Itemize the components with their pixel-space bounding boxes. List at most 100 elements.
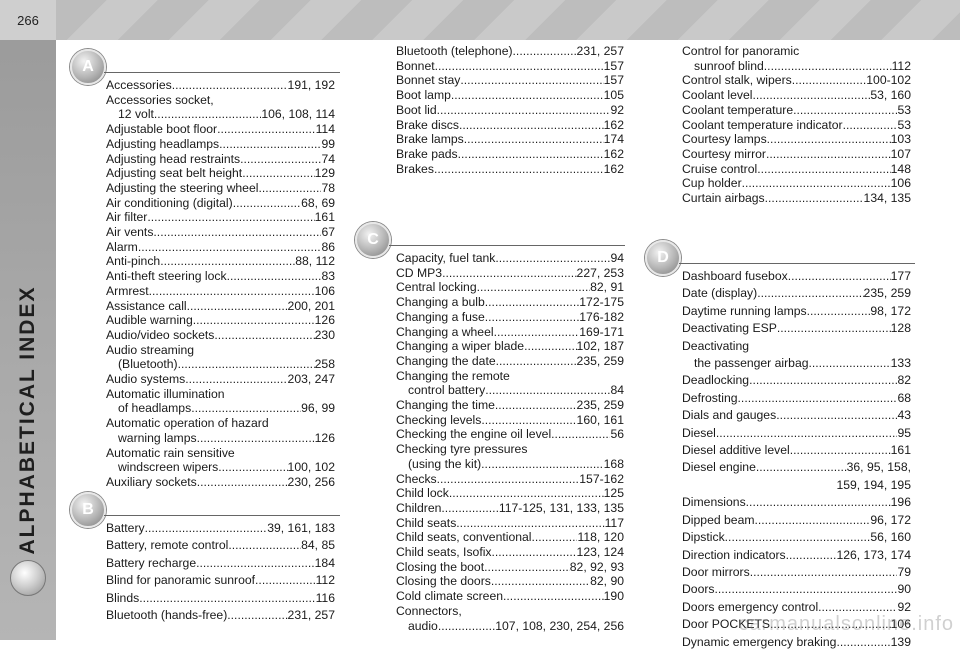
leader-dots <box>218 460 287 475</box>
index-entry: Control stalk, wipers100-102 <box>682 73 911 88</box>
leader-dots <box>756 459 847 476</box>
leader-dots <box>460 73 603 88</box>
leader-dots <box>481 413 576 428</box>
index-entry: Checking the engine oil level56 <box>396 427 624 442</box>
leader-dots <box>807 303 871 320</box>
entry-pages: 258 <box>314 357 335 372</box>
index-entry: Adjusting headlamps99 <box>106 137 335 152</box>
index-entry: sunroof blind112 <box>682 59 911 74</box>
leader-dots <box>147 210 314 225</box>
index-entry: Capacity, fuel tank94 <box>396 251 624 266</box>
entry-term: Battery <box>106 521 145 535</box>
entry-term: sunroof blind <box>694 58 764 73</box>
leader-dots <box>191 401 301 416</box>
entry-term: the passenger airbag <box>694 356 809 371</box>
entry-term: Coolant temperature <box>682 102 794 117</box>
entry-term: Courtesy mirror <box>682 146 766 161</box>
entry-term: Dimensions <box>682 495 746 510</box>
index-entry: Blind for panoramic sunroof112 <box>106 572 335 589</box>
entry-pages: 126 <box>314 313 335 328</box>
entry-pages: 83 <box>321 269 335 284</box>
entry-pages: 107 <box>890 146 911 161</box>
entry-pages: 203, 247 <box>287 372 335 387</box>
index-entry: Deadlocking82 <box>682 372 911 389</box>
entry-term: CD MP3 <box>396 265 443 280</box>
index-entry: Bluetooth (telephone)231, 257 <box>396 44 624 59</box>
index-entry: Air filter161 <box>106 210 335 225</box>
index-entry: Boot lid92 <box>396 103 624 118</box>
entry-pages: 106, 108, 114 <box>261 107 335 122</box>
entry-term: Child seats, Isofix <box>396 545 492 560</box>
index-entry: Daytime running lamps98, 172 <box>682 303 911 320</box>
index-entry: Checking tyre pressures <box>396 442 624 457</box>
entry-pages: 88, 112 <box>295 254 335 269</box>
header-band <box>56 0 960 40</box>
index-entry: Air conditioning (digital)68, 69 <box>106 196 335 211</box>
leader-dots <box>258 181 321 196</box>
entry-term: Air vents <box>106 225 154 240</box>
leader-dots <box>434 162 604 177</box>
index-entry: Diesel additive level161 <box>682 442 911 459</box>
index-entry: Bluetooth (hands-free)231, 257 <box>106 607 335 624</box>
leader-dots <box>138 240 322 255</box>
entry-pages: 162 <box>603 146 624 161</box>
entry-term: Brake discs <box>396 117 459 132</box>
entry-term: Child lock <box>396 486 449 501</box>
index-entry: Central locking82, 91 <box>396 280 624 295</box>
entry-term: Door POCKETS <box>682 617 771 632</box>
leader-dots <box>532 530 578 545</box>
index-entry: Armrest106 <box>106 284 335 299</box>
entry-pages: 168 <box>603 456 624 471</box>
entry-term: Diesel engine <box>682 460 756 475</box>
leader-dots <box>464 132 604 147</box>
leader-dots <box>755 512 871 529</box>
index-entry: Adjusting the steering wheel78 <box>106 181 335 196</box>
index-entry: Child seats, conventional118, 120 <box>396 530 624 545</box>
entry-pages: 123, 124 <box>576 545 624 560</box>
leader-dots <box>764 59 892 74</box>
index-entry: Adjusting head restraints74 <box>106 152 335 167</box>
entry-pages: 82, 91 <box>590 280 624 295</box>
section-rule-a <box>104 72 340 73</box>
entry-pages: 84, 85 <box>301 538 335 553</box>
leader-dots <box>441 501 498 516</box>
entry-term: control battery <box>408 383 486 398</box>
entry-pages: 139 <box>890 634 911 649</box>
section-badge-d: D <box>645 240 681 276</box>
index-entry: Battery39, 161, 183 <box>106 520 335 537</box>
index-entry: 159, 194, 195 <box>682 477 911 494</box>
leader-dots <box>217 122 315 137</box>
index-entry: the passenger airbag133 <box>682 355 911 372</box>
entry-pages: 160, 161 <box>576 412 624 427</box>
leader-dots <box>438 619 495 634</box>
watermark: carmanualsonline.info <box>738 613 954 635</box>
entry-pages: 169-171 <box>579 324 624 339</box>
entry-term: Diesel additive level <box>682 443 790 458</box>
leader-dots <box>449 486 604 501</box>
entry-pages: 117-125, 131, 133, 135 <box>498 500 624 515</box>
index-entry: Date (display)235, 259 <box>682 285 911 302</box>
entry-pages: 118, 120 <box>577 530 624 545</box>
entry-pages: 227, 253 <box>576 265 624 280</box>
entry-term: Closing the doors <box>396 574 491 589</box>
entry-pages: 184 <box>314 555 335 570</box>
index-entry: Anti-pinch88, 112 <box>106 254 335 269</box>
entry-term: Doors <box>682 582 715 597</box>
index-entry: Door POCKETS106 <box>682 616 911 633</box>
leader-dots <box>187 299 288 314</box>
entries-d: Dashboard fusebox177Date (display)235, 2… <box>682 268 911 651</box>
entry-pages: 134, 135 <box>863 191 911 206</box>
leader-dots <box>227 607 287 624</box>
entry-pages: 162 <box>603 161 624 176</box>
index-entry: Connectors, <box>396 604 624 619</box>
entry-pages: 162 <box>603 117 624 132</box>
leader-dots <box>786 547 837 564</box>
index-entry: Dipstick56, 160 <box>682 529 911 546</box>
entry-term: Children <box>396 500 442 515</box>
entry-pages: 68, 69 <box>301 195 335 210</box>
entry-pages: 67 <box>321 225 335 240</box>
index-entry: Diesel engine36, 95, 158, <box>682 459 911 476</box>
entry-term: Changing a fuse <box>396 309 485 324</box>
entry-pages: 174 <box>603 132 624 147</box>
